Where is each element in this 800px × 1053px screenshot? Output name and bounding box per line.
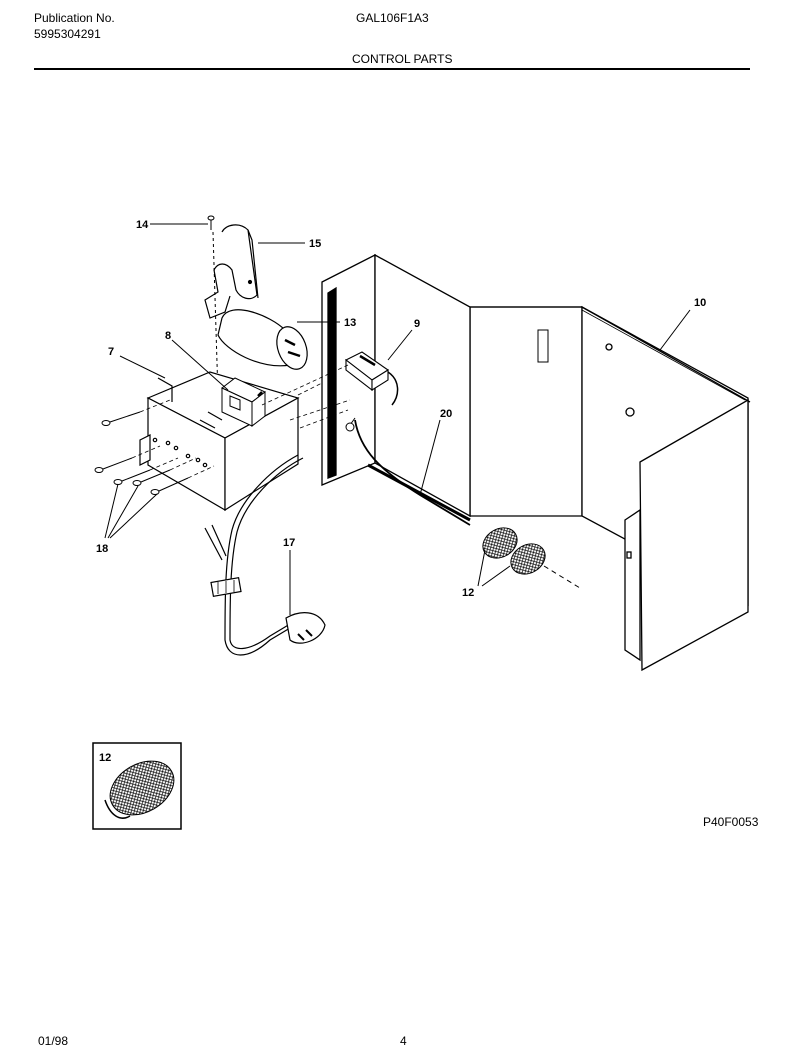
alignment-lines — [131, 364, 351, 479]
callout-14: 14 — [136, 219, 149, 231]
rotary-switch — [199, 377, 266, 429]
callout-12: 12 — [462, 587, 474, 599]
control-panel — [321, 253, 471, 522]
callout-13: 13 — [344, 317, 356, 329]
callout-8: 8 — [165, 330, 171, 342]
callout-18: 18 — [96, 543, 108, 555]
section-title: CONTROL PARTS — [352, 52, 453, 66]
leader-lines — [104, 223, 691, 615]
mounting-screws — [94, 411, 189, 495]
callout-7: 7 — [108, 346, 114, 358]
publication-number: 5995304291 — [34, 27, 101, 41]
capacitor — [217, 309, 308, 370]
header-rule — [34, 68, 750, 70]
callout-9: 9 — [414, 318, 420, 330]
page-number: 4 — [400, 1034, 407, 1048]
filter-inset: 12 — [92, 742, 182, 830]
callout-15: 15 — [309, 238, 321, 250]
callout-20: 20 — [440, 408, 452, 420]
thermostat-rod — [345, 417, 471, 526]
power-cord — [204, 454, 326, 656]
figure-code: P40F0053 — [703, 815, 759, 829]
footer-date: 01/98 — [38, 1034, 69, 1048]
model-number: GAL106F1A3 — [356, 11, 429, 25]
callout-17: 17 — [283, 537, 295, 549]
callout-labels: 14 15 13 9 10 7 8 20 18 17 12 — [96, 219, 706, 599]
callout-10: 10 — [694, 297, 706, 309]
publication-label: Publication No. — [34, 11, 115, 25]
cabinet-shell — [416, 290, 751, 672]
bracket-screw — [207, 215, 219, 396]
filter-grilles — [482, 527, 581, 589]
thermostat — [344, 351, 399, 406]
inset-label: 12 — [99, 752, 111, 764]
